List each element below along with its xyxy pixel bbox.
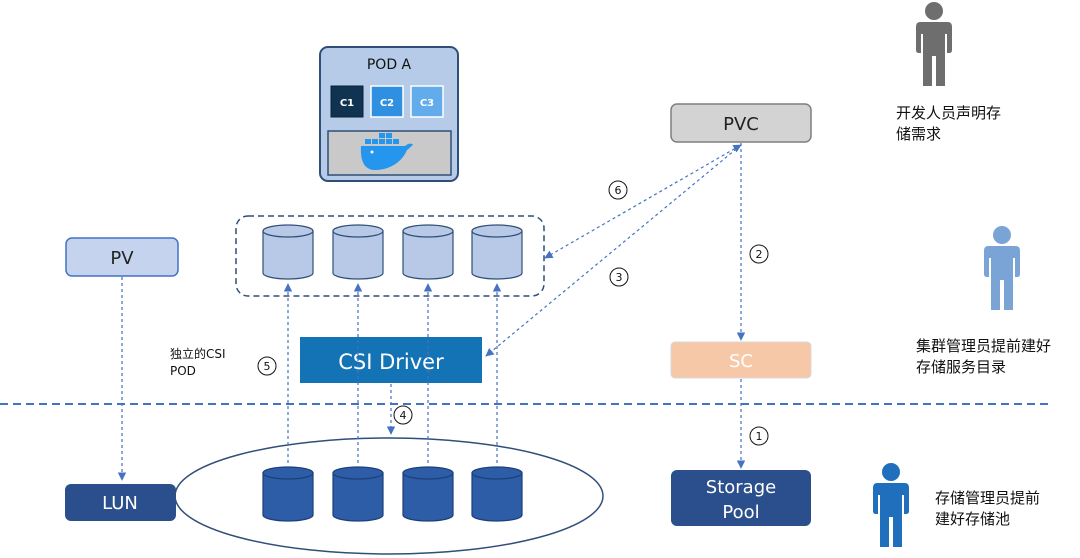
step-4: 4: [393, 405, 413, 425]
csi-driver-label: CSI Driver: [338, 350, 444, 374]
csi-pod-label: 独立的CSI POD: [170, 346, 226, 380]
docker-whale-icon: [360, 133, 413, 170]
sc-label: SC: [729, 351, 753, 372]
backend-volume-cylinder-4: [471, 466, 523, 522]
container-c2-label: C2: [380, 98, 394, 109]
pvc-to-volumes-arrow: [544, 144, 742, 259]
sc-box: SC: [670, 341, 812, 379]
volume-cylinder-1: [262, 224, 314, 280]
developer-role-line1: 开发人员声明存: [896, 104, 1002, 122]
step-6: 6: [608, 180, 628, 200]
storage-admin-role-line1: 存储管理员提前: [935, 489, 1041, 507]
container-c1: C1: [330, 85, 364, 118]
pod-a: POD A C1 C2 C3: [319, 46, 459, 182]
container-c2: C2: [370, 85, 404, 118]
pv-label: PV: [110, 248, 134, 269]
step-2: 2: [749, 244, 769, 264]
pvc-box: PVC: [670, 103, 812, 143]
step-5-label: 5: [264, 360, 271, 373]
volume-cylinder-2: [332, 224, 384, 280]
csi-pod-label-line1: 独立的CSI: [170, 347, 226, 361]
cluster-admin-role-line1: 集群管理员提前建好: [916, 337, 1052, 355]
pod-title: POD A: [367, 57, 412, 73]
cluster-admin-person-icon: [984, 226, 1020, 310]
step-3-label: 3: [616, 271, 623, 284]
container-c3: C3: [410, 85, 444, 118]
step-4-label: 4: [400, 409, 407, 422]
container-c3-label: C3: [420, 98, 434, 109]
step-1: 1: [749, 426, 769, 446]
developer-role-label: 开发人员声明存 储需求: [896, 103, 1001, 145]
backend-volume-cylinder-1: [262, 466, 314, 522]
storage-pool-label-line1: Storage: [706, 477, 776, 498]
lun-label: LUN: [102, 493, 138, 514]
storage-admin-role-label: 存储管理员提前 建好存储池: [935, 488, 1040, 530]
pvc-label: PVC: [723, 114, 759, 135]
container-c1-label: C1: [340, 98, 354, 109]
step-6-label: 6: [615, 184, 622, 197]
volume-group: [235, 215, 545, 297]
backend-storage-ellipse: [174, 437, 604, 555]
pvc-to-csi-arrow: [485, 144, 742, 357]
lun-box: LUN: [65, 484, 176, 521]
storage-admin-person-icon: [873, 463, 909, 547]
step-3: 3: [609, 267, 629, 287]
connectors: [117, 143, 746, 481]
storage-admin-role-line2: 建好存储池: [935, 510, 1011, 528]
volume-cylinder-3: [402, 224, 454, 280]
cluster-admin-role-line2: 存储服务目录: [916, 358, 1007, 376]
backend-volume-cylinder-2: [332, 466, 384, 522]
csi-pod-label-line2: POD: [170, 364, 196, 378]
backend-volume-cylinder-3: [402, 466, 454, 522]
step-2-label: 2: [756, 248, 763, 261]
step-1-label: 1: [756, 430, 763, 443]
cluster-admin-role-label: 集群管理员提前建好 存储服务目录: [916, 336, 1051, 378]
pv-box: PV: [65, 237, 179, 277]
step-5: 5: [257, 356, 277, 376]
developer-role-line2: 储需求: [896, 125, 942, 143]
developer-person-icon: [916, 2, 952, 86]
storage-pool-label-line2: Pool: [722, 502, 759, 523]
volume-cylinder-4: [471, 224, 523, 280]
csi-driver-box: CSI Driver: [300, 337, 482, 383]
storage-pool-box: Storage Pool: [671, 470, 811, 526]
